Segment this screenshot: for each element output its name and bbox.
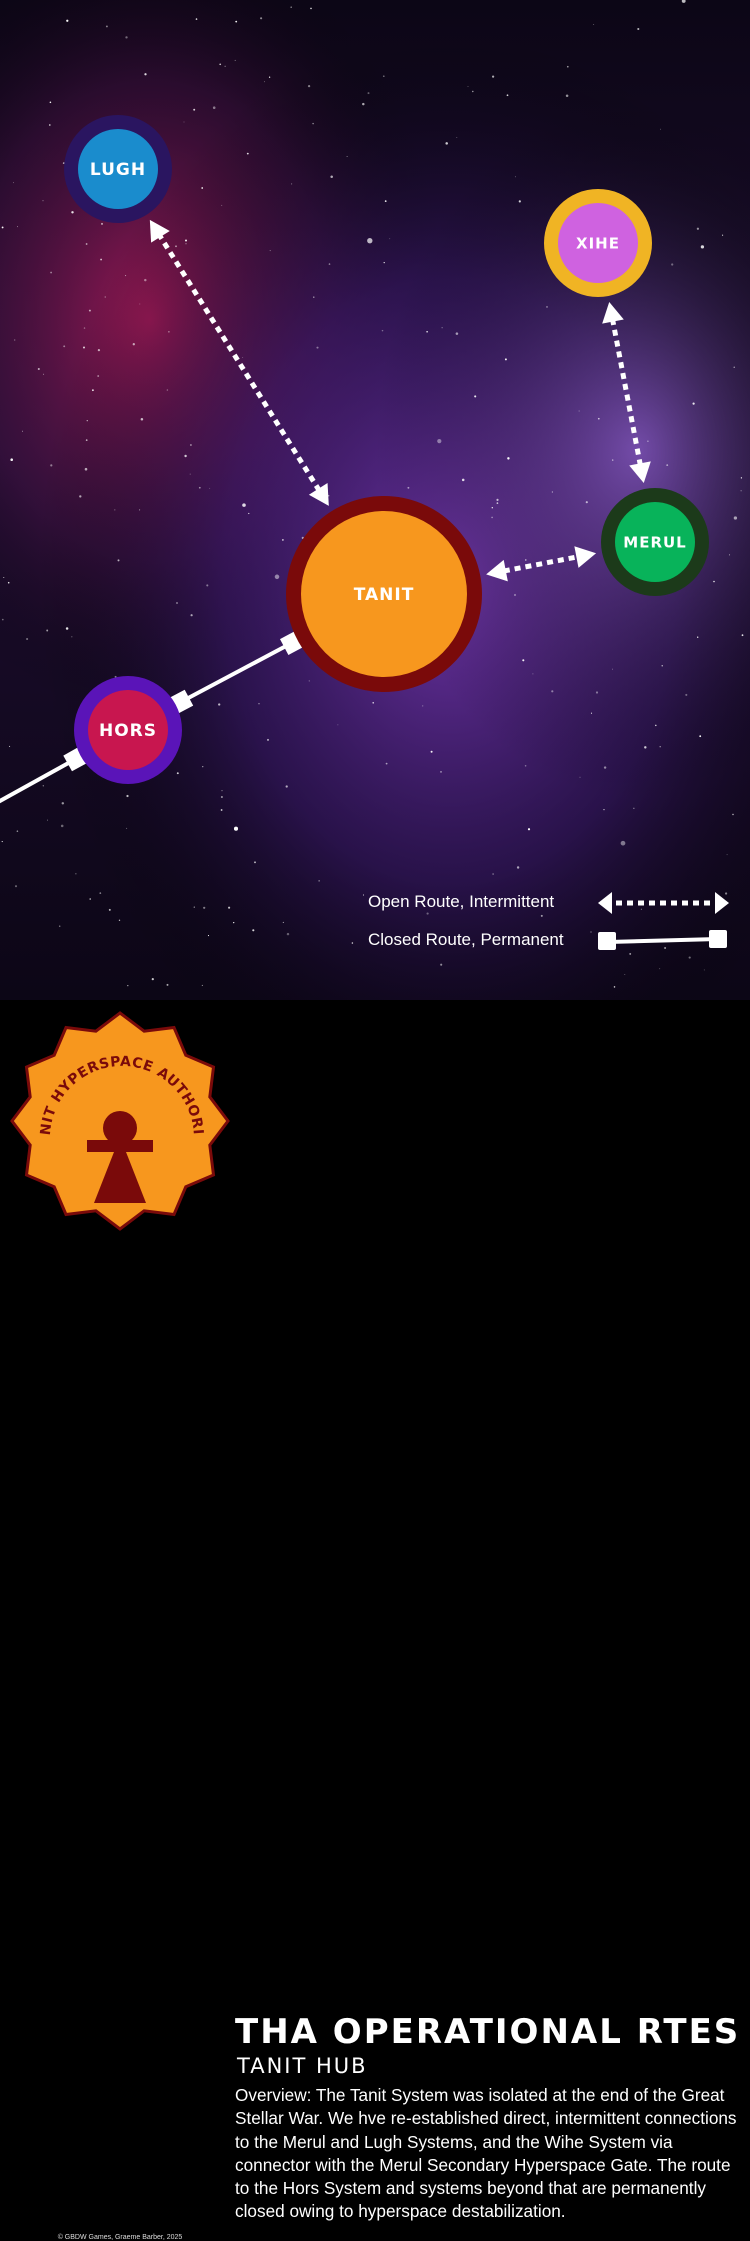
system-tanit-core xyxy=(301,511,467,677)
star-map: LUGH XIHE TANIT MERUL HORS xyxy=(0,0,750,1000)
pawn-emblem-icon xyxy=(87,1111,153,1203)
route-tanit-lugh xyxy=(149,219,329,506)
system-hors-label: HORS xyxy=(99,721,157,741)
page-title: THA OPERATIONAL RTES xyxy=(235,2012,741,2052)
system-xihe-core xyxy=(558,203,638,283)
system-hors[interactable]: HORS xyxy=(74,676,182,784)
legend-closed-route: Closed Route, Permanent xyxy=(368,928,738,956)
legend-open-label: Open Route, Intermittent xyxy=(368,892,555,911)
system-lugh-core xyxy=(78,129,158,209)
system-merul-label: MERUL xyxy=(623,533,686,551)
system-xihe[interactable]: XIHE xyxy=(544,189,652,297)
open-route-arrow-icon xyxy=(598,892,729,914)
closed-route-line-icon xyxy=(598,930,727,950)
system-merul-core xyxy=(615,502,695,582)
system-lugh-label: LUGH xyxy=(90,160,146,180)
route-merul-xihe xyxy=(602,301,651,484)
route-tanit-merul xyxy=(486,546,597,582)
page-subtitle: TANIT HUB xyxy=(237,2054,368,2078)
system-merul[interactable]: MERUL xyxy=(601,488,709,596)
system-tanit-label: TANIT xyxy=(354,585,415,605)
system-lugh[interactable]: LUGH xyxy=(64,115,172,223)
system-hors-core xyxy=(88,690,168,770)
starfield xyxy=(1,0,744,988)
overview-text: Overview: The Tanit System was isolated … xyxy=(235,2085,737,2222)
legend-closed-label: Closed Route, Permanent xyxy=(368,930,564,949)
system-tanit[interactable]: TANIT xyxy=(286,496,482,692)
legend: Open Route, Intermittent Closed Route, P… xyxy=(368,890,738,960)
footer-panel: TANIT HYPERSPACE AUTHORITY © GBDW Games,… xyxy=(0,1000,750,2241)
copyright-text: © GBDW Games, Graeme Barber, 2025 xyxy=(57,2234,183,2241)
tha-seal-logo: TANIT HYPERSPACE AUTHORITY xyxy=(8,1008,230,1231)
legend-open-route: Open Route, Intermittent xyxy=(368,890,738,918)
system-xihe-label: XIHE xyxy=(576,234,620,252)
system-layer: LUGH XIHE TANIT MERUL HORS xyxy=(64,115,709,784)
